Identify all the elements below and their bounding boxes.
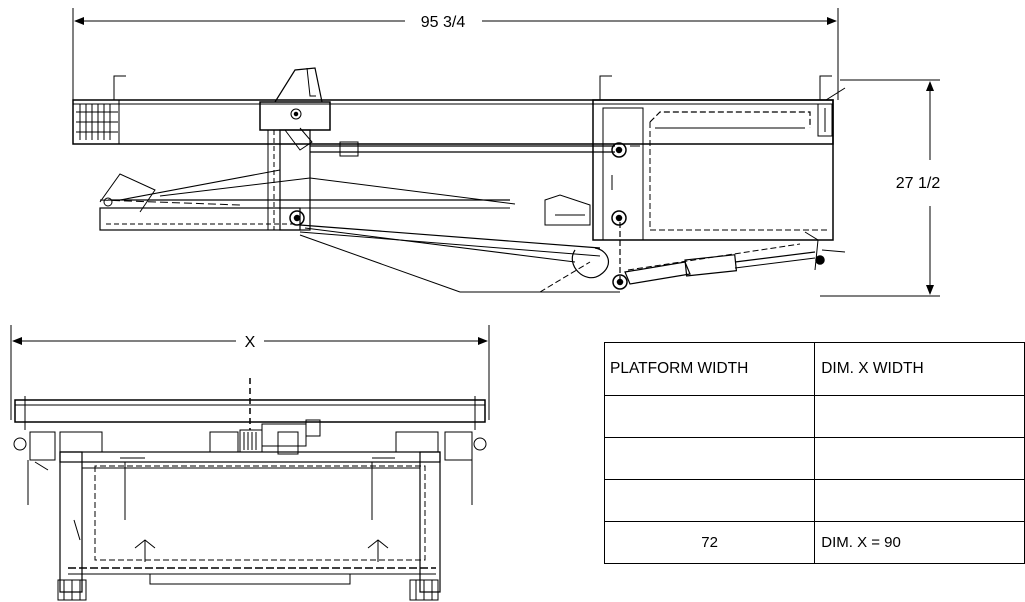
- table-header-row: PLATFORM WIDTH DIM. X WIDTH: [603, 342, 1025, 396]
- width-dimension: X: [10, 325, 490, 420]
- side-view: 95 3/4 27 1/2: [72, 8, 941, 297]
- end-view: X: [10, 325, 490, 601]
- platform-width-header: PLATFORM WIDTH: [603, 342, 816, 396]
- platform-width-table: PLATFORM WIDTH DIM. X WIDTH 72 DIM. X = …: [603, 342, 1025, 564]
- height-dimension: 27 1/2: [820, 79, 941, 297]
- table-cell: [814, 395, 1025, 438]
- length-dimension-label: 95 3/4: [421, 14, 466, 31]
- table-cell: [814, 479, 1025, 522]
- table-row: 72 DIM. X = 90: [603, 521, 1025, 564]
- table-cell: [814, 437, 1025, 480]
- dim-x-width-header: DIM. X WIDTH: [814, 342, 1025, 396]
- table-cell: 72: [603, 521, 816, 564]
- table-cell: [603, 395, 816, 438]
- table-cell: [603, 479, 816, 522]
- table-cell: DIM. X = 90: [814, 521, 1025, 564]
- table-cell: [603, 437, 816, 480]
- length-dimension: 95 3/4: [72, 8, 839, 100]
- table-row: [603, 437, 1025, 480]
- table-row: [603, 395, 1025, 438]
- height-dimension-label: 27 1/2: [896, 175, 941, 192]
- width-dimension-label: X: [245, 334, 256, 351]
- table-row: [603, 479, 1025, 522]
